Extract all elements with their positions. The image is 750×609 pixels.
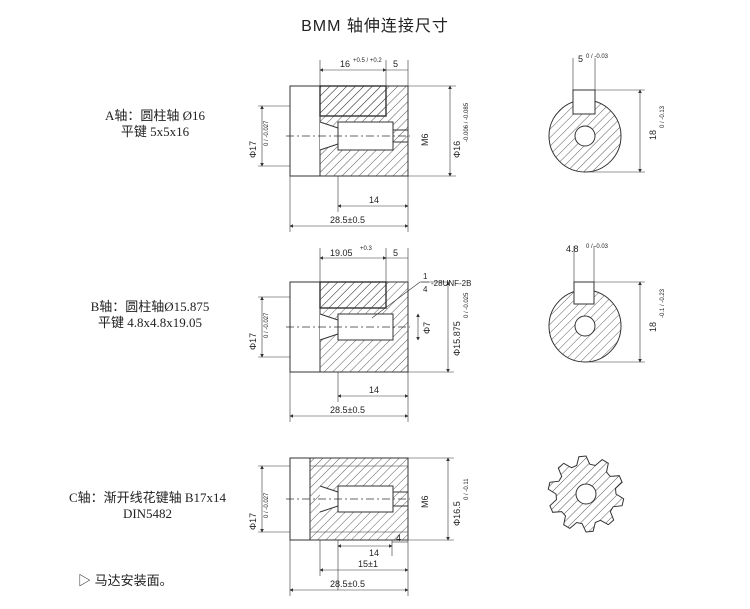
shaft-a-dim-labels: 16 +0.5 / +0.2 5 Φ17 0 / -0.027 M6 Φ16 -… <box>248 58 470 225</box>
shaft-c-label: C轴：渐开线花键轴 B17x14 DIN5482 <box>40 490 255 522</box>
shaft-b-bore: Φ17 <box>248 333 258 350</box>
shaft-b-key-h-tol: -0.1 / -0.23 <box>660 288 666 318</box>
shaft-b-inner: Φ7 <box>422 322 432 334</box>
shaft-a-key-len: 16 <box>340 59 350 69</box>
shaft-a-end-view <box>548 58 645 173</box>
shaft-b-thread-num: 1 <box>423 272 428 281</box>
shaft-c-bore: Φ17 <box>248 513 258 530</box>
shaft-c-label-line2: DIN5482 <box>122 506 173 521</box>
shaft-a-depth: 14 <box>369 195 379 205</box>
shaft-a-key-len-tol: +0.5 / +0.2 <box>353 58 382 64</box>
shaft-b-key-off: 5 <box>393 248 398 258</box>
shaft-c-section <box>258 457 454 596</box>
shaft-a-key-h: 18 <box>648 130 658 140</box>
shaft-a-section <box>258 60 456 232</box>
shaft-c-shaft-dia: Φ16.5 <box>452 501 462 526</box>
shaft-a-total: 28.5±0.5 <box>330 215 365 225</box>
shaft-c-total: 28.5±0.5 <box>330 579 365 589</box>
shaft-c-bore-tol: 0 / -0.027 <box>264 492 270 518</box>
shaft-b-dim-labels: 19.05 +0.3 5 1 4 -28UNF-2B Φ17 0 / -0.02… <box>248 246 471 415</box>
shaft-b-label: B轴：圆柱轴Ø15.875 平键 4.8x4.8x19.05 <box>60 299 240 331</box>
shaft-a-shaft-dia-tol: -0.006 / -0.085 <box>464 102 470 142</box>
shaft-a-label-line2: 平键 5x5x16 <box>120 124 190 139</box>
shaft-b-thread: -28UNF-2B <box>431 279 471 288</box>
shaft-a-key-h-tol: 0 / -0.13 <box>660 105 666 128</box>
mounting-face-note-text: 马达安装面。 <box>94 573 173 588</box>
shaft-b-key-len: 19.05 <box>330 248 353 258</box>
shaft-b-label-line1: B轴：圆柱轴Ø15.875 <box>90 299 210 314</box>
shaft-a-label-line1: A轴：圆柱轴 Ø16 <box>104 108 206 123</box>
shaft-b-key-w: 4.8 <box>566 244 579 254</box>
shaft-c-spline-off: 4 <box>396 533 401 543</box>
shaft-b-end-labels: 4.8 0 / -0.03 18 -0.1 / -0.23 <box>566 244 666 332</box>
shaft-c-label-line1: C轴：渐开线花键轴 B17x14 <box>68 490 227 505</box>
shaft-b-shaft-dia: Φ15.875 <box>452 321 462 356</box>
shaft-a-keyway <box>319 85 387 117</box>
shaft-c-shaft-dia-tol: 0 / -0.11 <box>464 478 470 500</box>
shaft-a-bore-tol: 0 / -0.027 <box>264 120 270 146</box>
triangle-right-icon: ▷ <box>78 573 92 588</box>
shaft-b-total: 28.5±0.5 <box>330 405 365 415</box>
shaft-a-shaft-dia: Φ16 <box>452 141 462 158</box>
shaft-a-key-off: 5 <box>393 59 398 69</box>
shaft-b-thread-den: 4 <box>423 285 428 294</box>
shaft-b-key-len-tol: +0.3 <box>360 246 373 252</box>
shaft-c-depth: 14 <box>369 548 379 558</box>
shaft-b-shaft-dia-tol: 0 / -0.025 <box>464 292 470 318</box>
shaft-a-key-w-tol: 0 / -0.03 <box>586 54 609 60</box>
shaft-b-depth: 14 <box>369 385 379 395</box>
shaft-c-thread: M6 <box>420 495 430 508</box>
shaft-c-spline-end-view <box>547 455 625 533</box>
shaft-a-end-labels: 5 0 / -0.03 18 0 / -0.13 <box>578 54 666 140</box>
shaft-b-section <box>258 248 454 422</box>
shaft-a-label: A轴：圆柱轴 Ø16 平键 5x5x16 <box>70 108 240 140</box>
shaft-b-key-h: 18 <box>648 322 658 332</box>
shaft-c-spline-len: 15±1 <box>358 559 378 569</box>
page-title: BMM 轴伸连接尺寸 <box>301 18 449 35</box>
shaft-b-end-view <box>548 246 645 363</box>
shaft-a-bore: Φ17 <box>248 141 258 158</box>
shaft-b-bore-tol: 0 / -0.027 <box>264 312 270 338</box>
mounting-face-note: ▷ 马达安装面。 <box>78 570 173 589</box>
shaft-a-thread: M6 <box>420 133 430 146</box>
shaft-a-key-w: 5 <box>578 54 583 64</box>
shaft-c-dim-labels: Φ17 0 / -0.027 M6 Φ16.5 0 / -0.11 14 4 1… <box>248 478 470 589</box>
shaft-b-label-line2: 平键 4.8x4.8x19.05 <box>97 315 202 330</box>
shaft-b-key-w-tol: 0 / -0.03 <box>586 244 609 250</box>
